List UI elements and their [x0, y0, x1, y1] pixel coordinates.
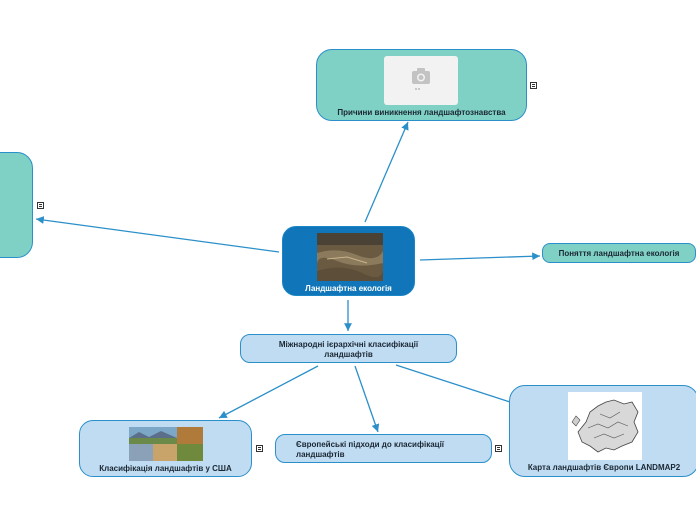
topic-europe-approaches[interactable]: Європейські підходи до класифікації ланд… — [275, 434, 492, 463]
edge-to-causes — [364, 121, 409, 223]
notes-icon[interactable] — [530, 82, 537, 89]
edge-to-left — [35, 216, 280, 253]
topic-europe-approaches-label: Європейські підходи до класифікації ланд… — [296, 440, 445, 459]
landscape-collage — [129, 427, 203, 461]
topic-left[interactable] — [0, 152, 33, 258]
notes-icon[interactable] — [256, 445, 263, 452]
topic-usa-label: Класифікація ландшафтів у США — [99, 464, 232, 473]
topic-international[interactable]: Міжнародні ієрархічні класифікації ландш… — [240, 334, 457, 363]
topic-landmap-label: Карта ландшафтів Європи LANDMAP2 — [527, 463, 681, 472]
notes-icon[interactable] — [495, 445, 502, 452]
central-topic-label: Ландшафтна екологія — [305, 284, 392, 293]
edge-to-landmap — [395, 364, 511, 403]
notes-icon[interactable] — [37, 202, 44, 209]
edge-to-concept — [419, 252, 541, 261]
topic-concept[interactable]: Поняття ландшафтна екологія — [542, 243, 696, 263]
topic-concept-label: Поняття ландшафтна екологія — [558, 249, 680, 258]
landscape-photo — [317, 233, 383, 281]
topic-landmap[interactable]: Карта ландшафтів Європи LANDMAP2 — [509, 385, 696, 477]
topic-usa[interactable]: Класифікація ландшафтів у США — [79, 420, 252, 477]
europe-map — [568, 392, 642, 460]
topic-causes-label: Причини виникнення ландшафтознавства — [337, 108, 506, 117]
edge-to-europe-approaches — [354, 365, 380, 433]
topic-causes[interactable]: Причини виникнення ландшафтознавства — [316, 49, 527, 121]
edge-to-usa — [218, 365, 319, 419]
central-topic[interactable]: Ландшафтна екологія — [282, 226, 415, 296]
topic-international-label: Міжнародні ієрархічні класифікації ландш… — [278, 340, 419, 359]
camera-placeholder-icon — [384, 56, 458, 105]
